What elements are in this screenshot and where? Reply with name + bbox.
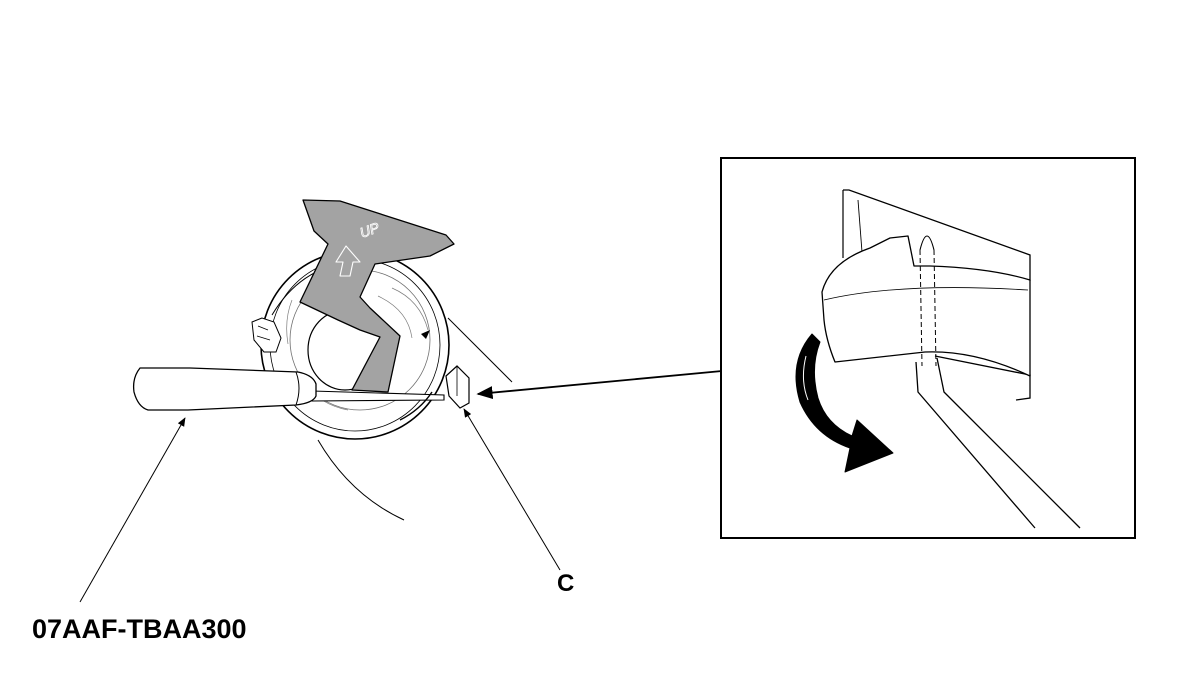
inset-latch-top-edge xyxy=(823,287,1029,301)
up-arrow-icon xyxy=(335,245,361,277)
clip-leader-line xyxy=(463,408,561,571)
curved-arrow-icon xyxy=(795,333,894,473)
inset-lower-bracket xyxy=(934,355,1031,401)
release-lever xyxy=(299,199,455,393)
clip-c xyxy=(445,365,470,409)
face-detail-lines xyxy=(286,287,429,411)
tool-leader-line xyxy=(79,417,186,603)
inset-tool-hidden-edge xyxy=(919,249,937,367)
screwdriver-handle-ferrule-line xyxy=(295,371,300,406)
tool-part-number-label: 07AAF-TBAA300 xyxy=(32,614,247,644)
inset-pointer-arrow xyxy=(476,370,723,400)
screwdriver-tool xyxy=(132,367,445,411)
screwdriver-handle xyxy=(132,367,317,411)
clip-callout-label: C xyxy=(557,570,575,597)
detail-inset xyxy=(720,157,1136,539)
inset-tool-tip-top xyxy=(919,235,935,251)
column-body-lower-line xyxy=(317,439,405,521)
inset-housing-inner-edge xyxy=(857,199,863,253)
curved-arrow-highlight xyxy=(802,355,809,401)
outer-ring-front-edge xyxy=(399,391,433,421)
triangle-mark-icon xyxy=(421,330,430,339)
inset-tool-shaft xyxy=(915,357,1081,529)
lever-up-marking: UP xyxy=(358,219,382,241)
left-ring-tab-detail xyxy=(256,325,271,341)
inset-latch-block xyxy=(821,235,1031,377)
steering-column-assembly: UP xyxy=(132,199,513,521)
column-body-upper-line xyxy=(447,317,513,383)
